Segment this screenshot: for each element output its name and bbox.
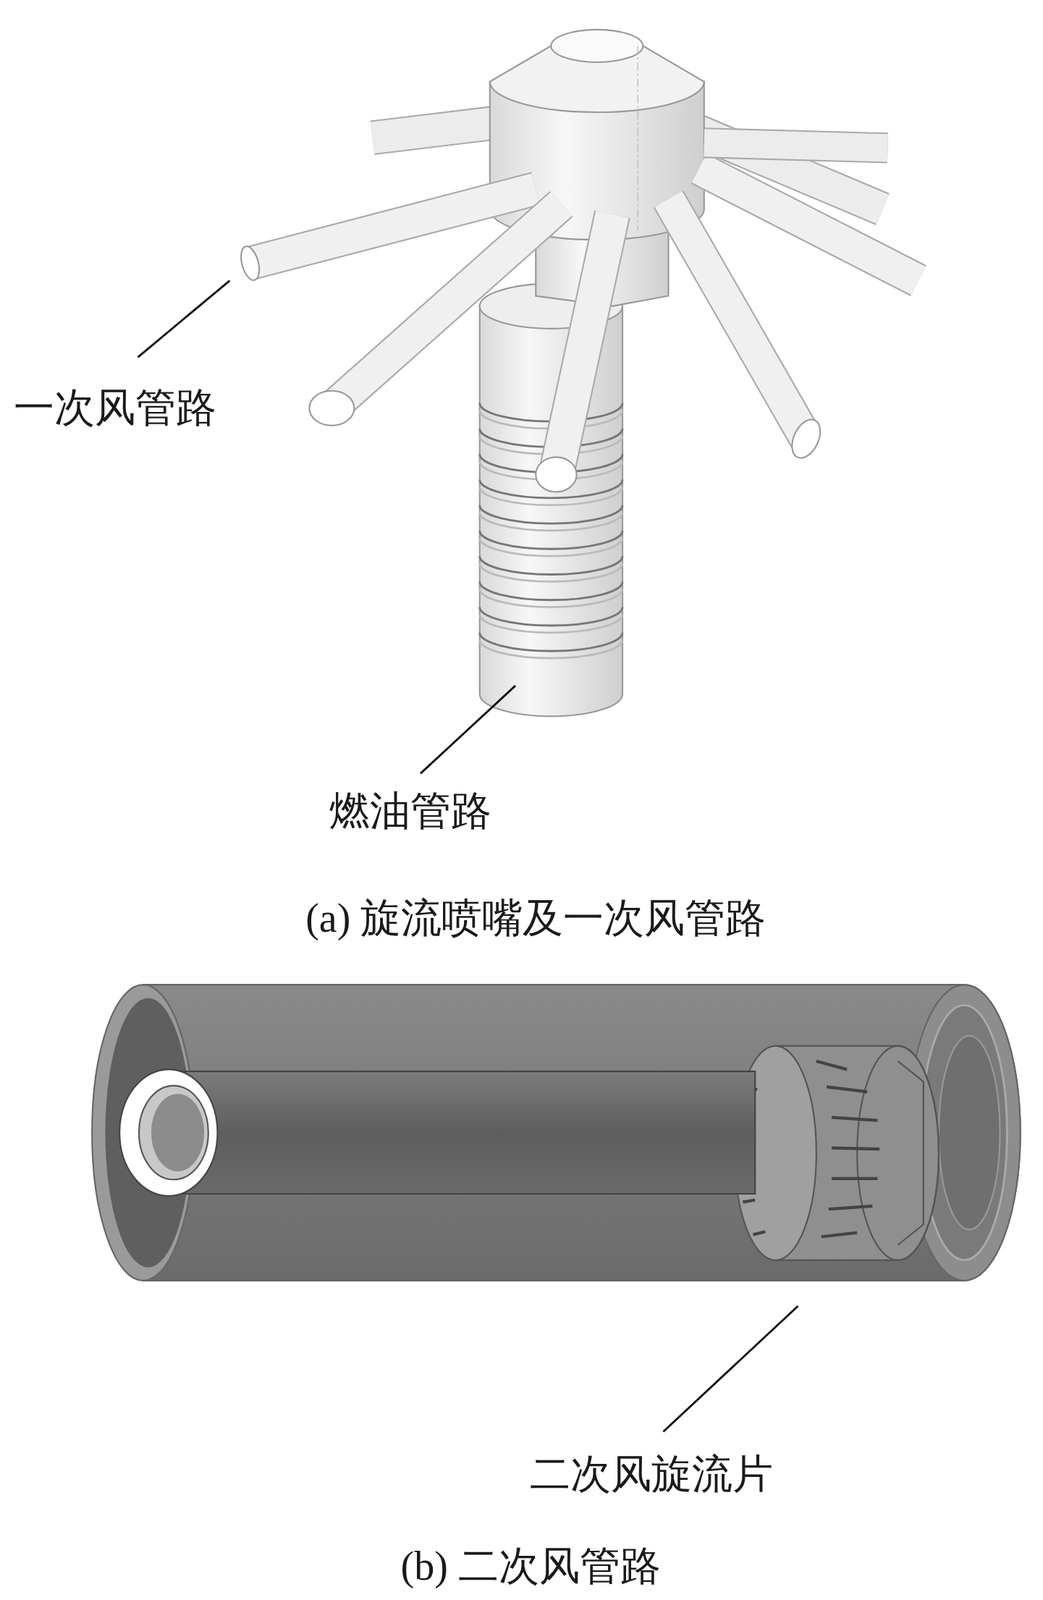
part-label: 一次风管路 [13,383,217,433]
subfigure-caption: (b) 二次风管路 [400,1542,661,1591]
leader-line [663,1305,798,1431]
leader-line [138,280,231,358]
leader-line [420,685,516,774]
primary-air-tube [237,142,918,492]
secondary-air-duct [91,984,1021,1281]
subfigure-caption: (a) 旋流喷嘴及一次风管路 [305,893,766,943]
part-label: 燃油管路 [329,786,492,836]
part-label: 二次风旋流片 [529,1450,774,1499]
inner-tube [119,1069,755,1196]
swirler-vanes [734,1045,939,1261]
